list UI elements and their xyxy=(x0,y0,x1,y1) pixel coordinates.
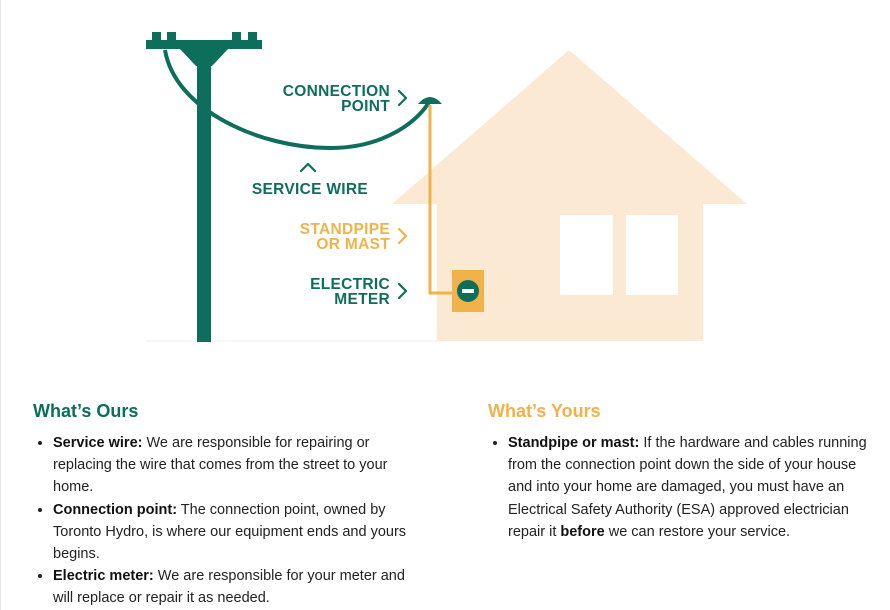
house-window-left xyxy=(560,215,613,295)
whats-ours-list: Service wire: We are responsible for rep… xyxy=(33,432,418,610)
item-term: Electric meter: xyxy=(53,568,154,585)
whats-yours-heading: What’s Yours xyxy=(488,401,601,421)
standpipe-line xyxy=(428,105,452,295)
list-item: Electric meter: We are responsible for y… xyxy=(53,565,418,609)
service-connection-diagram: CONNECTION POINT SERVICE WIRE STANDPIPE … xyxy=(146,32,747,342)
whats-yours-section: What’s Yours Standpipe or mast: If the h… xyxy=(488,398,868,543)
utility-pole xyxy=(146,32,262,342)
item-text: If the hardware and cables running from … xyxy=(508,435,867,540)
chevron-right-icon xyxy=(397,282,408,300)
label-connection-point-2: POINT xyxy=(341,98,390,115)
item-term: Standpipe or mast: xyxy=(508,435,640,451)
label-standpipe-1: STANDPIPE xyxy=(300,221,390,238)
item-text: We are responsible for your meter and wi… xyxy=(53,568,405,607)
service-wire-line xyxy=(163,49,432,151)
item-text: we can restore your service. xyxy=(604,523,791,540)
whats-ours-section: What’s Ours Service wire: We are respons… xyxy=(33,398,418,610)
item-term: Service wire: xyxy=(53,435,143,451)
item-text: We are responsible for repairing or repl… xyxy=(53,435,388,496)
item-term: Connection point: xyxy=(53,501,178,518)
electric-meter-bar xyxy=(462,289,474,293)
label-standpipe-2: OR MAST xyxy=(316,236,390,253)
label-meter-2: METER xyxy=(334,291,390,308)
chevron-right-icon xyxy=(397,89,408,107)
label-connection-point-1: CONNECTION xyxy=(283,83,390,100)
chevron-up-icon xyxy=(299,162,317,173)
whats-ours-heading: What’s Ours xyxy=(33,401,139,421)
item-emphasis: before xyxy=(560,523,605,540)
connection-point-marker xyxy=(418,97,442,104)
list-item: Connection point: The connection point, … xyxy=(53,499,418,566)
house-roof xyxy=(392,50,747,341)
label-meter-1: ELECTRIC xyxy=(310,276,390,293)
whats-yours-list: Standpipe or mast: If the hardware and c… xyxy=(488,432,868,543)
house-window-right xyxy=(626,215,678,295)
label-service-wire: SERVICE WIRE xyxy=(252,181,368,198)
chevron-right-icon xyxy=(397,227,408,245)
list-item: Standpipe or mast: If the hardware and c… xyxy=(508,432,868,543)
list-item: Service wire: We are responsible for rep… xyxy=(53,432,418,499)
page-left-border xyxy=(0,0,1,610)
item-text: The connection point, owned by Toronto H… xyxy=(53,501,407,563)
